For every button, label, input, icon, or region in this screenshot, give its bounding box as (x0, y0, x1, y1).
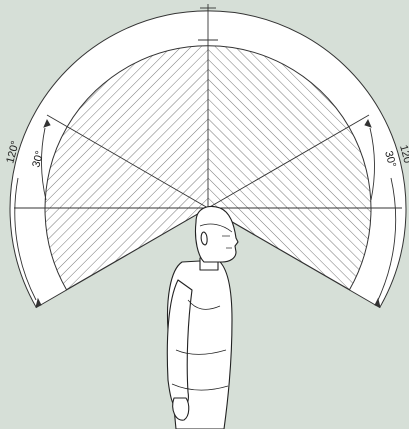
left-dimension-marks (14, 119, 51, 308)
inner-field-hatched (44, 45, 372, 291)
top-tick-marks (198, 7, 218, 41)
figure-detail-lines (171, 223, 233, 391)
outer-right-angle-label: 120 (397, 144, 409, 165)
human-figure-profile (166, 205, 239, 429)
inner-left-angle-label: 30° (30, 150, 46, 169)
right-dimension-marks (364, 119, 397, 308)
inner-right-angle-label: 30° (382, 150, 398, 169)
outer-left-angle-label: 120° (4, 140, 21, 165)
